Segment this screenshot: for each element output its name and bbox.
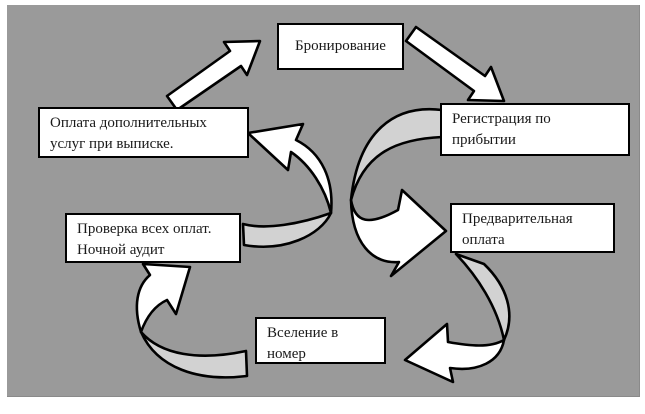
node-prepayment-label: Предварительная оплата bbox=[462, 211, 573, 248]
node-registration-label: Регистрация по прибытии bbox=[452, 111, 551, 148]
node-extras: Оплата дополнительных услуг при выписке. bbox=[38, 107, 249, 158]
node-checkin: Вселение в номер bbox=[255, 317, 386, 364]
node-audit: Проверка всех оплат. Ночной аудит bbox=[65, 213, 241, 263]
node-extras-label: Оплата дополнительных услуг при выписке. bbox=[50, 115, 207, 152]
arrow-registration-to-prepayment bbox=[349, 107, 448, 278]
node-prepayment: Предварительная оплата bbox=[450, 203, 615, 253]
node-audit-label: Проверка всех оплат. Ночной аудит bbox=[77, 221, 212, 258]
arrow-extras-to-booking bbox=[165, 39, 262, 112]
node-registration: Регистрация по прибытии bbox=[440, 103, 630, 156]
arrow-checkin-to-audit bbox=[135, 262, 249, 379]
arrow-audit-to-extras bbox=[241, 122, 333, 248]
node-booking: Бронирование bbox=[277, 23, 404, 70]
arrow-booking-to-registration bbox=[404, 25, 506, 103]
node-checkin-label: Вселение в номер bbox=[267, 325, 339, 362]
arrow-prepayment-to-checkin bbox=[403, 252, 511, 384]
node-booking-label: Бронирование bbox=[295, 38, 386, 54]
